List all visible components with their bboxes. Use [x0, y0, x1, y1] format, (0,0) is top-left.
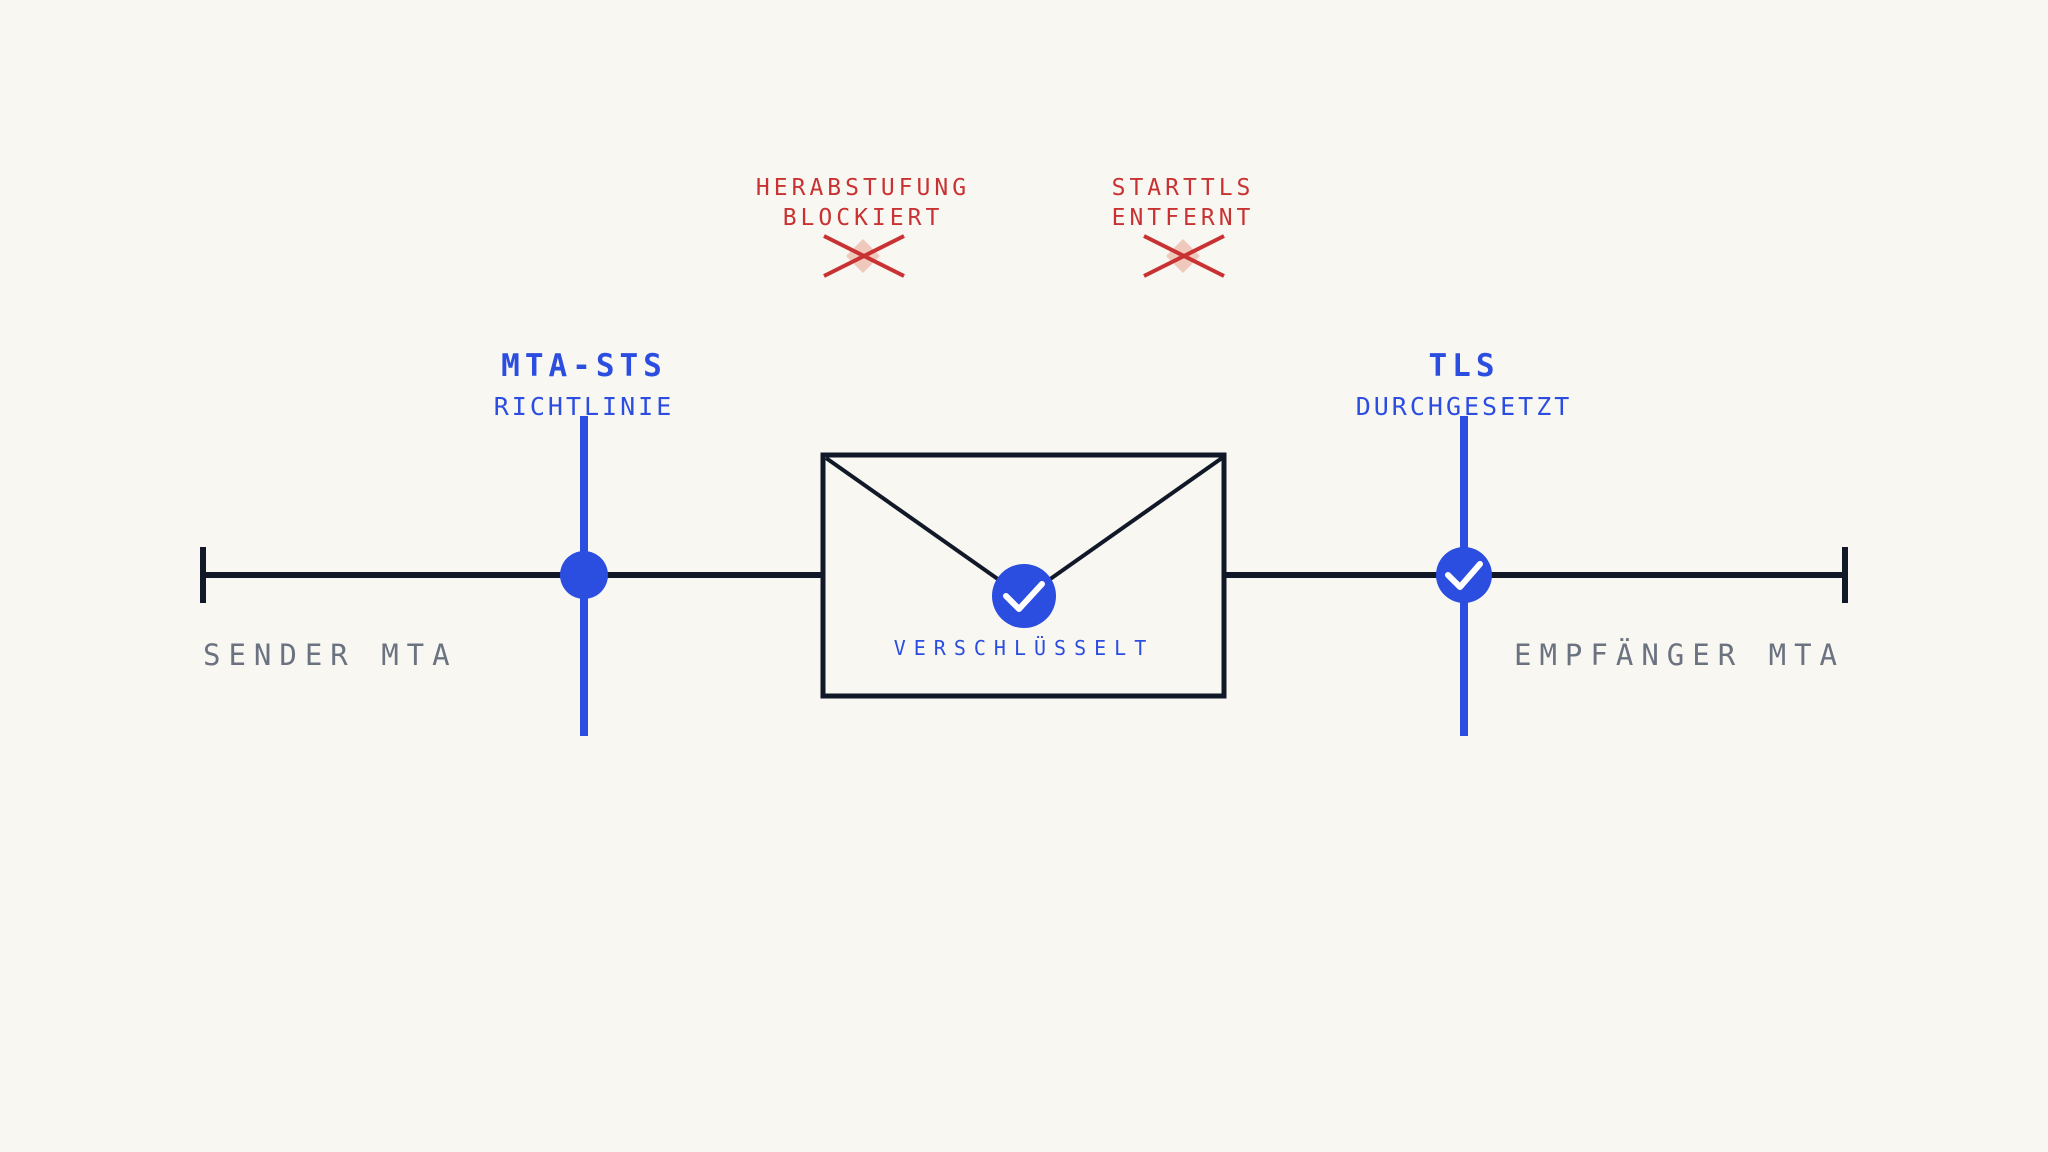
envelope-icon: VERSCHLÜSSELT: [820, 452, 1227, 699]
threat-starttls: STARTTLS ENTFERNT: [1112, 175, 1255, 278]
threat1-line2: BLOCKIERT: [783, 205, 944, 231]
threat2-line2: ENTFERNT: [1112, 205, 1255, 231]
x-cross-icon: [1143, 234, 1225, 278]
policy-subtitle: RICHTLINIE: [494, 392, 675, 421]
policy-marker: MTA-STS RICHTLINIE: [494, 348, 675, 736]
threat1-line1: HERABSTUFUNG: [756, 175, 970, 201]
envelope-flap-right: [1044, 456, 1224, 584]
tls-subtitle: DURCHGESETZT: [1356, 392, 1573, 421]
tls-checkmark: [1445, 561, 1483, 590]
envelope-status-label: VERSCHLÜSSELT: [894, 636, 1155, 660]
policy-title: MTA-STS: [501, 348, 667, 384]
sender-mta-label: SENDER MTA: [203, 638, 458, 672]
receiver-mta-label: EMPFÄNGER MTA: [1514, 638, 1845, 672]
transport-line: [200, 547, 1848, 603]
check-circle-icon: [1436, 547, 1492, 603]
threat2-line1: STARTTLS: [1112, 175, 1255, 201]
tls-title: TLS: [1429, 348, 1500, 384]
tls-marker: TLS DURCHGESETZT: [1356, 348, 1573, 736]
threat-downgrade: HERABSTUFUNG BLOCKIERT: [756, 175, 970, 278]
envelope-checkmark: [1003, 581, 1045, 612]
envelope-body: [820, 452, 1227, 699]
x-cross-icon: [823, 234, 905, 278]
circle-node-icon: [560, 551, 608, 599]
envelope-flap-left: [824, 456, 1004, 584]
check-circle-icon: [992, 564, 1056, 628]
